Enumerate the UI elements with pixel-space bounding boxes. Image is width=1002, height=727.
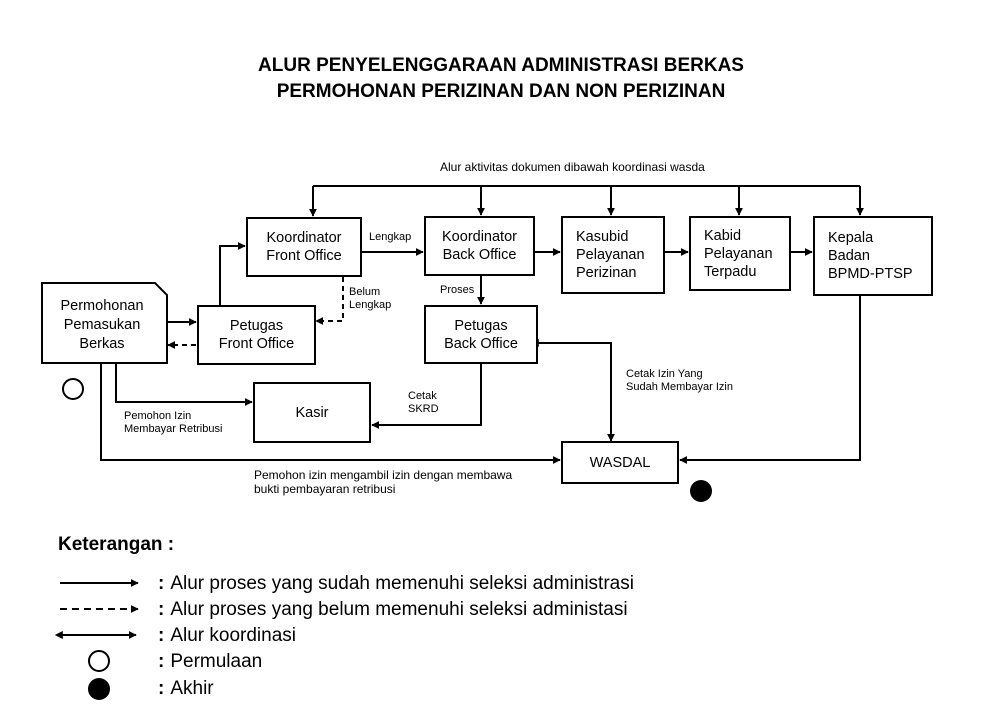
arrow-kfo-pfo-dashed (315, 277, 344, 325)
box-permohonan: Permohonan Pemasukan Berkas (42, 297, 162, 354)
box-line: BPMD-PTSP (828, 266, 913, 282)
box-permohonan-line: Pemasukan (63, 317, 141, 333)
legend-item: :Akhir (158, 678, 214, 699)
label-line: Cetak Izin Yang (626, 368, 703, 380)
label-line: Pemohon izin mengambil izin dengan memba… (254, 468, 513, 482)
box-line: Badan (828, 248, 870, 264)
box-line: Koordinator (266, 230, 342, 246)
box-line: Kasubid (576, 229, 629, 245)
arrow-permohonan-kasir (115, 363, 253, 406)
label-line: Cetak (408, 390, 437, 402)
label-line: Membayar Retribusi (124, 423, 223, 435)
box-line: Kepala (828, 230, 874, 246)
legend-text: Permulaan (170, 651, 263, 672)
box-kabid: Kabid Pelayanan Terpadu (689, 216, 791, 291)
label-line: bukti pembayaran retribusi (254, 482, 396, 496)
box-koordinator-back-office: Koordinator Back Office (424, 216, 535, 276)
box-permohonan-line: Berkas (79, 336, 125, 352)
label-cetak-skrd: Cetak SKRD (408, 390, 439, 416)
end-circle-icon (690, 480, 712, 502)
box-line: Back Office (442, 247, 517, 263)
label-line: Pemohon Izin (124, 410, 192, 422)
box-line: Back Office (444, 335, 518, 352)
label-line: Sudah Membayar Izin (626, 381, 733, 393)
box-petugas-back-office: Petugas Back Office (424, 305, 538, 364)
box-line: WASDAL (589, 454, 651, 471)
label-line: Lengkap (349, 299, 392, 311)
diagram-title-line-2: PERMOHONAN PERIZINAN DAN NON PERIZINAN (276, 81, 726, 102)
label-pemohon-retribusi: Pemohon Izin Membayar Retribusi (124, 410, 222, 436)
legend-title: Keterangan : (58, 534, 175, 555)
label-pemohon-ambil: Pemohon izin mengambil izin dengan memba… (254, 468, 512, 496)
open-circle-icon (88, 650, 110, 672)
arrow-pfo-kfo (219, 242, 246, 305)
legend-text: Alur proses yang belum memenuhi seleksi … (170, 599, 628, 620)
legend-text: Akhir (170, 678, 214, 699)
box-wasdal: WASDAL (561, 441, 679, 484)
box-line: Perizinan (576, 265, 637, 281)
arrow-kepala-wasdal (679, 295, 861, 464)
start-circle-icon (62, 378, 84, 400)
legend-text: Alur proses yang sudah memenuhi seleksi … (170, 573, 634, 594)
box-petugas-front-office: Petugas Front Office (197, 305, 316, 365)
box-kasir: Kasir (253, 382, 371, 443)
label-proses: Proses (440, 284, 475, 296)
label-line: Belum (349, 286, 381, 298)
box-line: Terpadu (704, 263, 757, 280)
box-koordinator-front-office: Koordinator Front Office (246, 217, 362, 277)
coordination-top-lines (309, 185, 864, 217)
legend-item: :Alur koordinasi (158, 625, 296, 646)
legend-item: :Alur proses yang belum memenuhi seleksi… (158, 599, 628, 620)
label-cetak-izin: Cetak Izin Yang Sudah Membayar Izin (626, 368, 733, 394)
box-kasubid: Kasubid Pelayanan Perizinan (561, 216, 665, 294)
diagram-title-line-1: ALUR PENYELENGGARAAN ADMINISTRASI BERKAS (258, 55, 744, 76)
legend-item: :Permulaan (158, 651, 263, 672)
box-permohonan-line: Permohonan (60, 298, 144, 314)
legend-text: Alur koordinasi (170, 625, 296, 646)
box-line: Kasir (295, 404, 329, 421)
label-belum-lengkap: Belum Lengkap (349, 286, 391, 312)
box-line: Petugas (229, 318, 284, 334)
box-kepala-badan: Kepala Badan BPMD-PTSP (813, 216, 933, 296)
box-line: Koordinator (442, 229, 517, 245)
arrow-pbo-kasir (371, 364, 482, 429)
label-lengkap: Lengkap (369, 231, 412, 243)
filled-circle-icon (88, 678, 110, 700)
box-line: Petugas (454, 317, 508, 334)
arrow-permohonan-wasdal (100, 363, 561, 464)
label-top-coordination: Alur aktivitas dokumen dibawah koordinas… (440, 160, 705, 174)
box-line: Pelayanan (576, 247, 645, 263)
label-line: SKRD (408, 403, 439, 415)
box-line: Front Office (266, 248, 342, 264)
arrow-pbo-wasdal-double (530, 339, 615, 442)
box-line: Kabid (704, 227, 742, 244)
legend-item: :Alur proses yang sudah memenuhi seleksi… (158, 573, 634, 594)
box-line: Pelayanan (704, 245, 773, 262)
permohonan-document-shape (41, 282, 168, 364)
box-line: Front Office (218, 336, 295, 352)
